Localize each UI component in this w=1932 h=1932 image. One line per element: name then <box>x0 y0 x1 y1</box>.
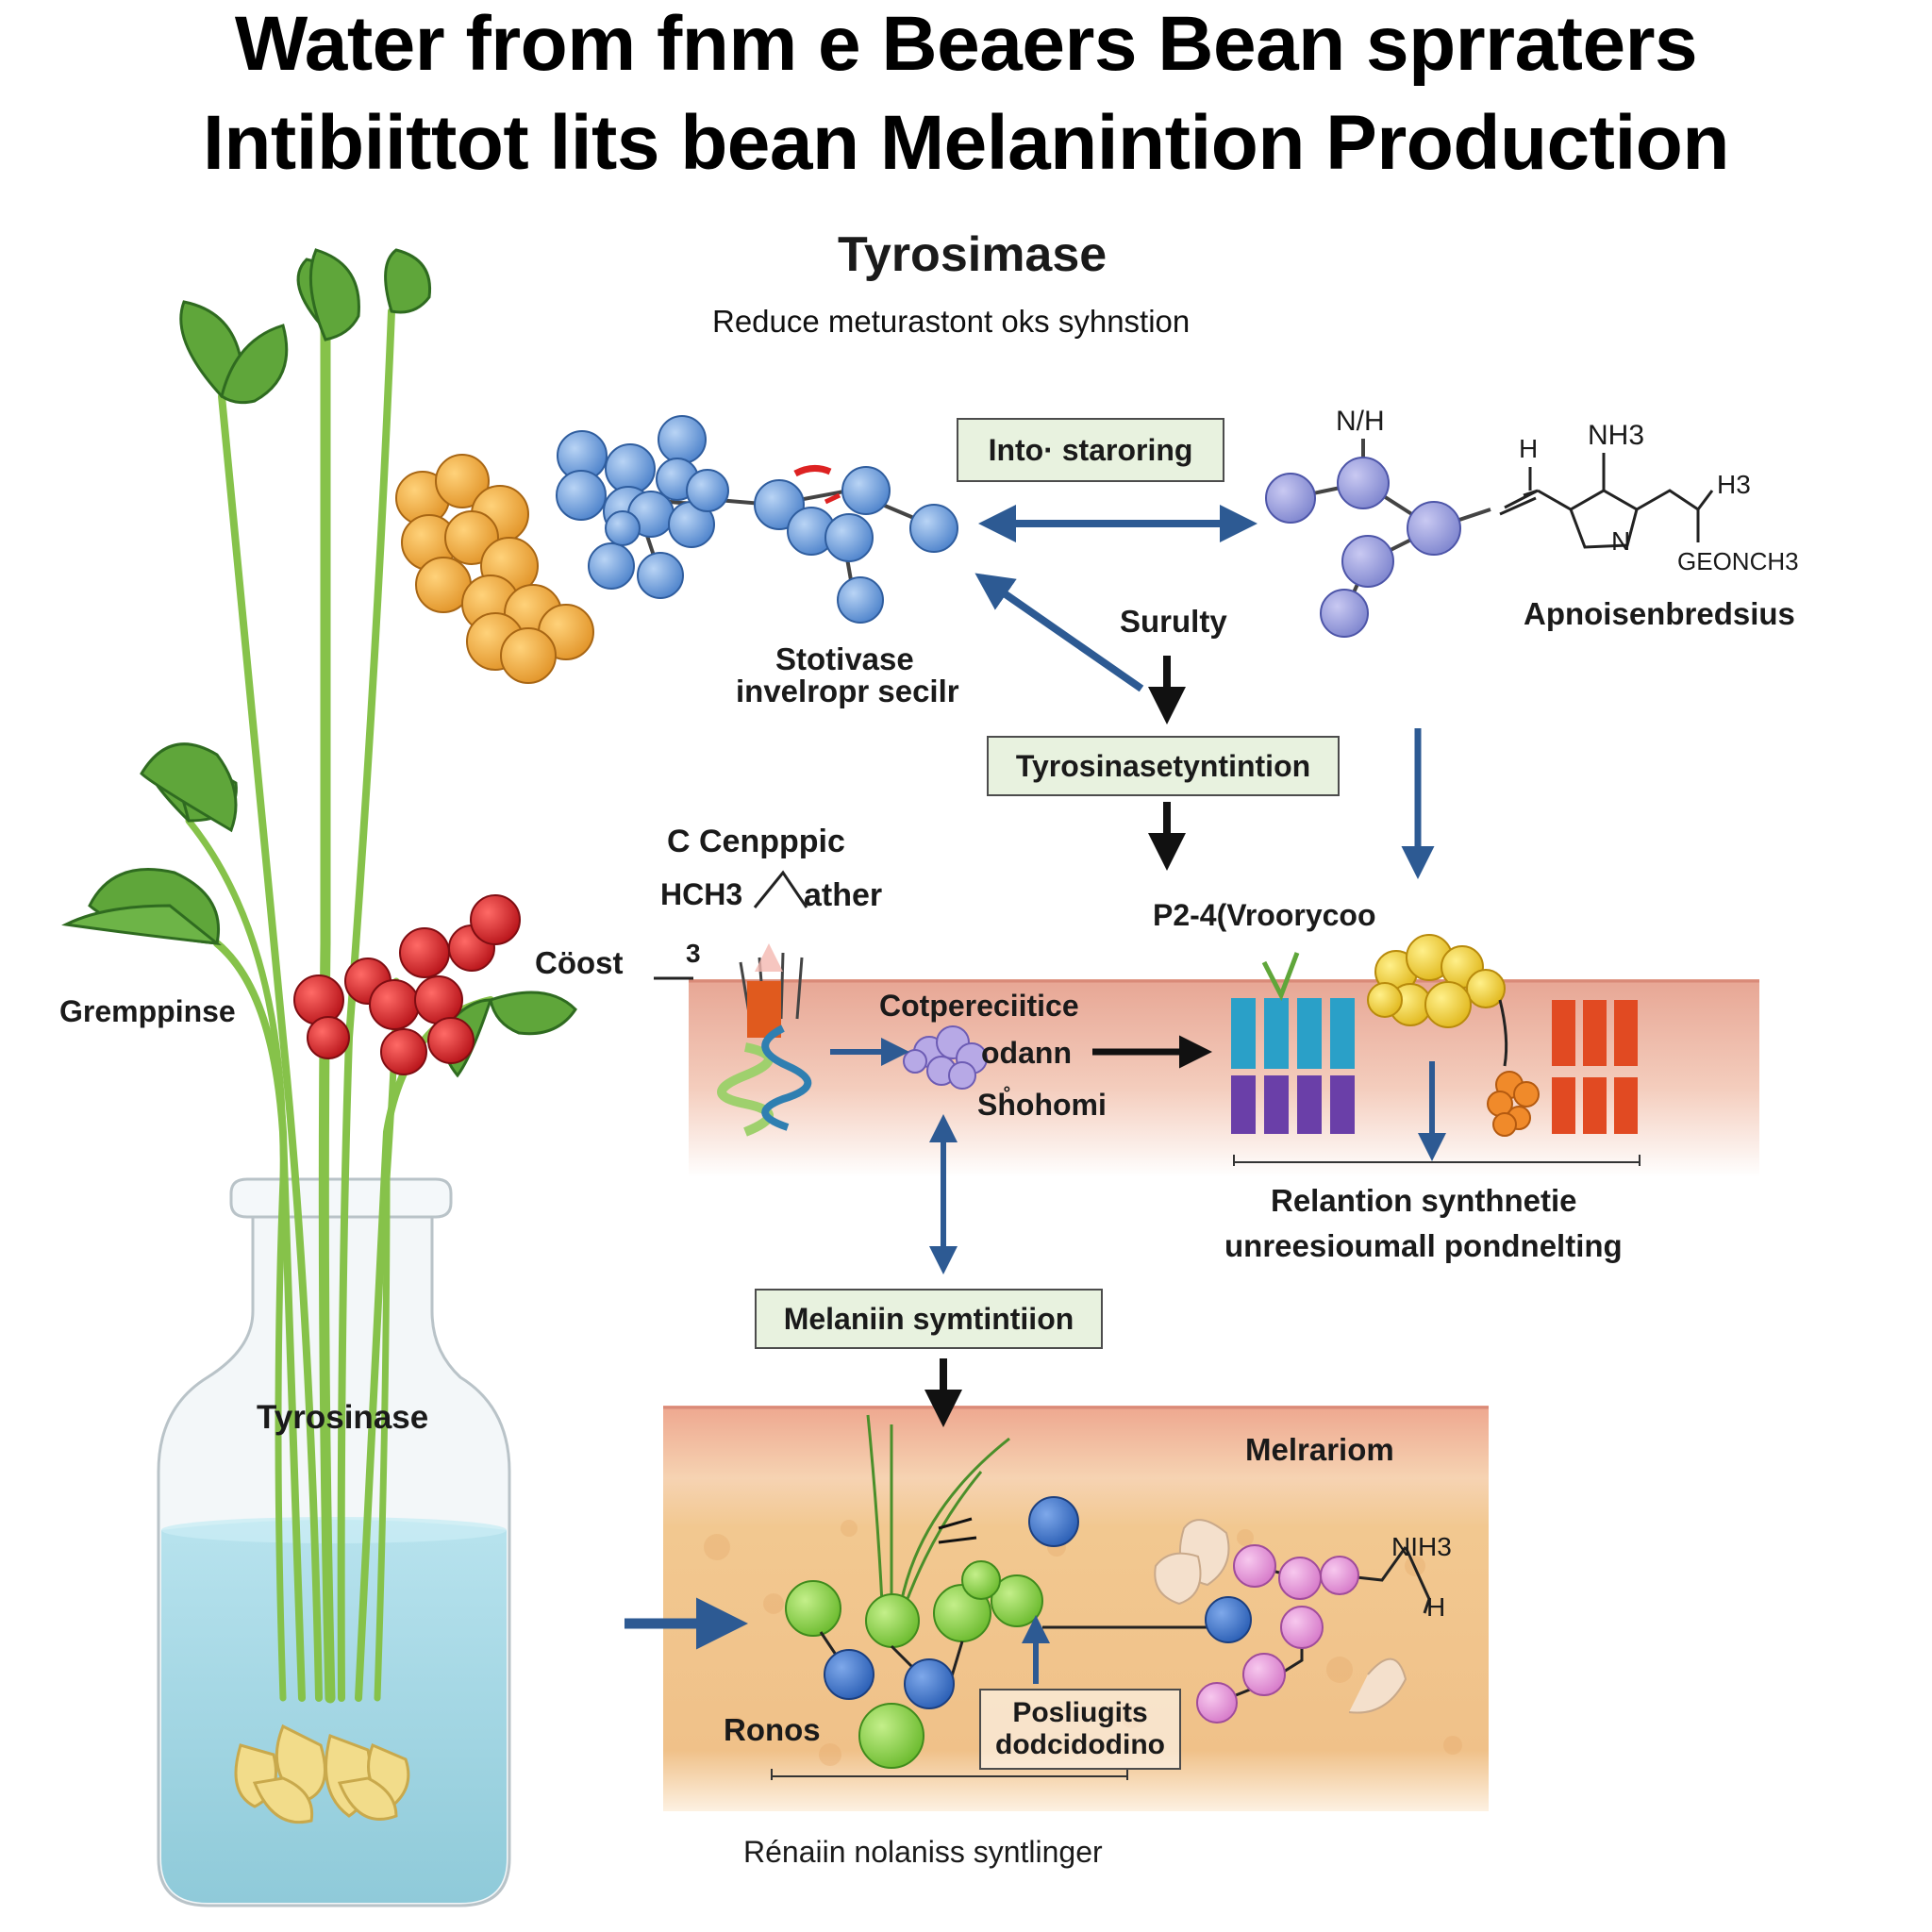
skin-layer-upper <box>689 979 1759 1177</box>
orange-molecule-cluster <box>395 454 594 684</box>
label-geonch3: GEONCH3 <box>1677 547 1799 575</box>
receptor-bars-red <box>1552 1000 1638 1134</box>
label-tyrosinase-jar: Tyrosinase <box>257 1399 429 1436</box>
title-line-1: Water from fnm e Beaers Bean sprraters <box>234 1 1698 87</box>
label-stotivase-2: invelropr secilr <box>736 674 959 708</box>
label-p24: P2-4(Vroorycoo <box>1153 898 1376 932</box>
chemical-structure <box>1499 453 1714 549</box>
label-relantion-1: Relantion synthnetie <box>1271 1183 1577 1218</box>
label-apnoisen: Apnoisenbredsius <box>1524 596 1795 631</box>
label-h-left: H <box>1519 434 1539 463</box>
heading: Tyrosimase <box>838 227 1108 282</box>
skin-receptor <box>717 943 812 1137</box>
label-ather: ather <box>804 877 883 913</box>
purple-molecule <box>1265 439 1491 638</box>
label-c-cenpppic: C Cenpppic <box>667 824 845 859</box>
glass-jar <box>157 1177 511 1907</box>
label-h-lower: H <box>1426 1592 1446 1622</box>
red-berry-cluster <box>293 894 521 1075</box>
label-hch3: HCH3 <box>660 877 743 911</box>
label-coost-num: 3 <box>686 939 701 968</box>
green-molecules <box>785 1560 1043 1769</box>
sprout-roots <box>234 1724 410 1824</box>
label-coost: Cöost <box>535 945 624 980</box>
label-ronos: Ronos <box>724 1712 821 1747</box>
label-n-ring: N <box>1611 526 1631 556</box>
box-tyrosin-synt: Tyrosinasetyntintion <box>987 736 1340 796</box>
box-posliugits: Posliugits dodcidodino <box>979 1689 1181 1770</box>
label-sphomi: Sh̊ohomi <box>977 1088 1107 1122</box>
c-cenpppic-bracket <box>753 870 808 908</box>
receptor-bars-blue <box>1231 952 1355 1134</box>
label-gremppinse: Gremppinse <box>59 994 236 1028</box>
water <box>161 1520 507 1903</box>
blue-molecules <box>824 1496 1252 1709</box>
label-relantion-2: unreesioumall pondnelting <box>1224 1228 1623 1263</box>
label-nh3-right: NH3 <box>1588 420 1645 451</box>
label-posliugits-2: dodcidodino <box>995 1729 1165 1760</box>
purple-enzyme-cluster <box>903 1025 988 1090</box>
pink-molecule-chain <box>1154 1519 1431 1724</box>
orange-enzyme <box>1487 1071 1540 1137</box>
box-melaniin: Melaniin symtintiion <box>755 1289 1103 1349</box>
box-into-staroring: Into· staroring <box>957 418 1224 482</box>
title-line-2: Intibiittot lits bean Melanintion Produc… <box>203 100 1729 186</box>
label-stotivase-1: Stotivase <box>775 641 914 676</box>
label-odann: odann <box>981 1036 1072 1070</box>
yellow-enzyme <box>1367 934 1506 1028</box>
label-nh-top: N/H <box>1336 406 1385 437</box>
sprout-in-skin <box>866 1414 1010 1605</box>
subheading: Reduce meturastont oks syhnstion <box>712 304 1191 339</box>
label-posliugits-1: Posliugits <box>1012 1697 1148 1728</box>
label-surulty: Surulty <box>1120 604 1227 639</box>
blue-molecule-chain <box>556 415 958 624</box>
label-melrariom: Melrariom <box>1245 1432 1394 1467</box>
arrow-diagonal-back <box>974 573 1144 692</box>
label-cotpereciitice: Cotpereciitice <box>879 989 1079 1023</box>
label-renaiin: Rénaiin nolaniss syntlinger <box>743 1835 1103 1869</box>
label-nh3-lower: NIH3 <box>1391 1532 1452 1561</box>
label-h3-right: H3 <box>1717 470 1751 499</box>
